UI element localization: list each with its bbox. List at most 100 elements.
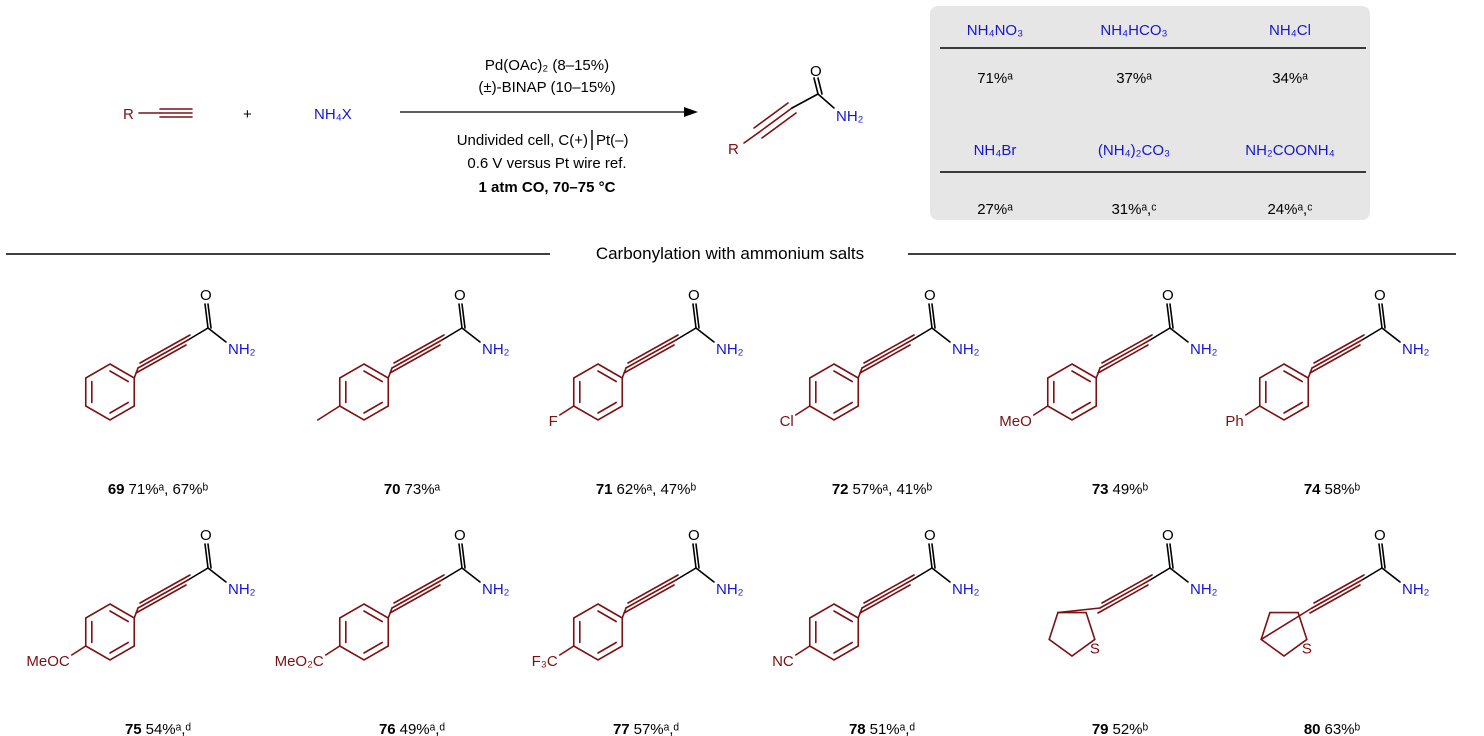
compound-number: 70: [384, 481, 401, 498]
salt-yield: 31%ᵃ,ᶜ: [1111, 201, 1156, 218]
amide-nh2: NH₂: [482, 341, 510, 358]
benzene-ring: [1258, 363, 1310, 421]
carbonyl-oxygen: O: [1374, 287, 1386, 304]
benzene-ring: [84, 603, 136, 661]
salt-yield: 34%ᵃ: [1272, 70, 1308, 87]
amide-nh2: NH₂: [716, 341, 744, 358]
compound-number: 72: [832, 481, 849, 498]
compound-number: 78: [849, 721, 866, 736]
carbonyl-oxygen: O: [1374, 527, 1386, 544]
amide-nh2: NH₂: [228, 581, 256, 598]
amide-nh2: NH₂: [1190, 341, 1218, 358]
product-nh2: NH₂: [836, 108, 864, 125]
compound-caption: 76 49%ᵃ,ᵈ: [379, 721, 445, 736]
reagent-nh4x: NH₄X: [314, 106, 352, 123]
salt-table-panel: [930, 6, 1370, 220]
compound-75: O NH₂ MeOC 75 54%ᵃ,ᵈ: [26, 527, 255, 736]
benzene-ring: [572, 603, 624, 661]
benzene-ring: [338, 363, 390, 421]
benzene-ring: [84, 363, 136, 421]
amide-nh2: NH₂: [228, 341, 256, 358]
compound-number: 73: [1092, 481, 1109, 498]
compound-yield: 73%ᵃ: [405, 481, 441, 498]
compound-number: 80: [1304, 721, 1321, 736]
compound-caption: 78 51%ᵃ,ᵈ: [849, 721, 915, 736]
compound-yield: 57%ᵃ, 41%ᵇ: [853, 481, 933, 498]
carbonyl-oxygen: O: [200, 287, 212, 304]
compound-yield: 51%ᵃ,ᵈ: [870, 721, 916, 736]
aryl-substituent: F₃C: [532, 653, 558, 670]
amide-nh2: NH₂: [716, 581, 744, 598]
carbonyl-oxygen: O: [1162, 287, 1174, 304]
compound-number: 77: [613, 721, 630, 736]
condition-ligand: (±)-BINAP (10–15%): [478, 79, 615, 96]
salt-name: NH₄Cl: [1269, 22, 1311, 39]
benzene-ring: [338, 603, 390, 661]
compound-yield: 57%ᵃ,ᵈ: [634, 721, 680, 736]
product-structure: [743, 77, 835, 144]
carbonyl-oxygen: O: [688, 287, 700, 304]
salt-yield: 37%ᵃ: [1116, 70, 1152, 87]
alkyne-triple-bond: [138, 108, 193, 118]
benzene-ring: [808, 363, 860, 421]
compound-yield: 49%ᵇ: [1113, 481, 1149, 498]
condition-cathode: Pt(–): [596, 132, 629, 149]
thiophene-sulfur: S: [1302, 640, 1312, 657]
carbonyl-oxygen: O: [454, 527, 466, 544]
carbonyl-oxygen: O: [454, 287, 466, 304]
plus-sign: +: [243, 106, 252, 123]
amide-nh2: NH₂: [1402, 581, 1430, 598]
compound-number: 76: [379, 721, 396, 736]
salt-name: NH₂COONH₄: [1245, 142, 1334, 159]
compound-yield: 49%ᵃ,ᵈ: [400, 721, 446, 736]
compound-number: 75: [125, 721, 142, 736]
amide-nh2: NH₂: [482, 581, 510, 598]
compound-number: 74: [1304, 481, 1321, 498]
aryl-substituent: MeO₂C: [275, 653, 324, 670]
salt-yield: 27%ᵃ: [977, 201, 1013, 218]
condition-catalyst: Pd(OAc)₂ (8–15%): [485, 57, 609, 74]
carbonyl-oxygen: O: [924, 287, 936, 304]
aryl-substituent: NC: [772, 653, 794, 670]
product-r: R: [728, 141, 739, 158]
thiophene-sulfur: S: [1090, 640, 1100, 657]
compound-yield: 58%ᵇ: [1325, 481, 1361, 498]
aryl-substituent: MeO: [999, 413, 1032, 430]
salt-yield: 24%ᵃ,ᶜ: [1267, 201, 1312, 218]
aryl-substituent: MeOC: [26, 653, 70, 670]
carbonyl-oxygen: O: [200, 527, 212, 544]
aryl-substituent: Ph: [1225, 413, 1243, 430]
section-title: Carbonylation with ammonium salts: [596, 244, 864, 263]
compound-number: 71: [596, 481, 613, 498]
amide-nh2: NH₂: [1402, 341, 1430, 358]
salt-name: NH₄HCO₃: [1100, 22, 1167, 39]
benzene-ring: [808, 603, 860, 661]
compound-yield: 52%ᵇ: [1113, 721, 1149, 736]
compound-yield: 54%ᵃ,ᵈ: [146, 721, 192, 736]
condition-potential: 0.6 V versus Pt wire ref.: [467, 155, 626, 172]
compound-caption: 77 57%ᵃ,ᵈ: [613, 721, 679, 736]
compound-caption: 75 54%ᵃ,ᵈ: [125, 721, 191, 736]
carbonyl-oxygen: O: [924, 527, 936, 544]
amide-nh2: NH₂: [1190, 581, 1218, 598]
thiophene-ring: [1260, 611, 1308, 657]
salt-name: NH₄Br: [974, 142, 1017, 159]
thiophene-ring: [1048, 611, 1096, 657]
compound-yield: 62%ᵃ, 47%ᵇ: [617, 481, 697, 498]
benzene-ring: [572, 363, 624, 421]
